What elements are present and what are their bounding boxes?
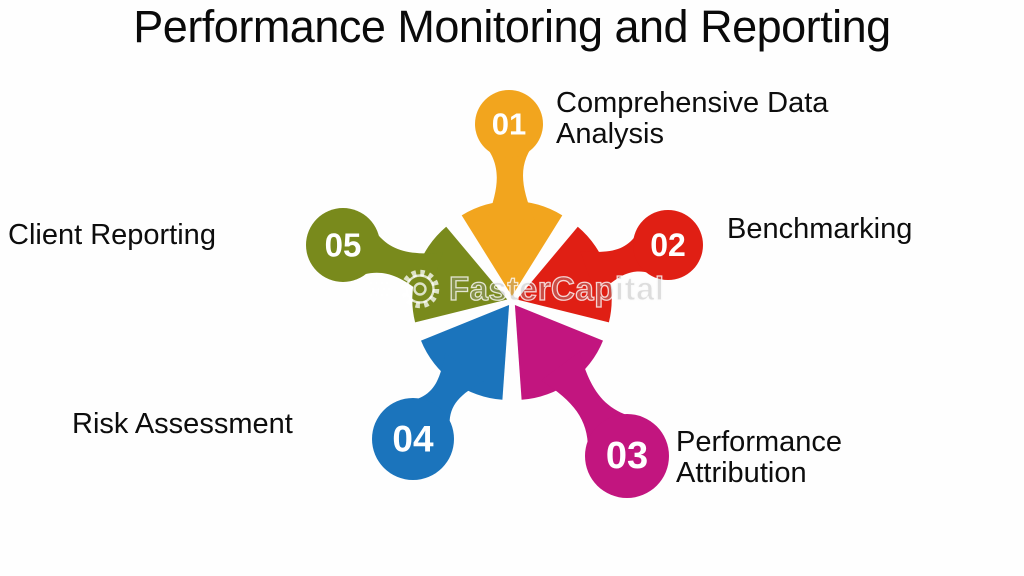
segment-04: 04	[372, 305, 510, 480]
step-number: 04	[392, 419, 434, 460]
segment-02: 02	[516, 210, 703, 323]
step-number: 05	[325, 227, 362, 264]
segment-01: 01	[461, 90, 563, 296]
segment-label-02: Benchmarking	[727, 214, 912, 245]
label-line: Benchmarking	[727, 213, 913, 245]
segment-label-01: Comprehensive Data Analysis	[556, 88, 828, 150]
label-line: Risk Assessment	[72, 408, 293, 440]
label-line: Attribution	[676, 457, 807, 489]
wedge-02	[516, 226, 612, 323]
label-line: Comprehensive Data	[556, 87, 829, 119]
connector-01	[482, 140, 537, 221]
number-circle-02	[633, 210, 703, 280]
connector-04	[398, 352, 485, 442]
segment-03: 03	[514, 305, 669, 498]
segment-label-04: Risk Assessment	[72, 409, 293, 440]
wedge-01	[461, 200, 563, 296]
wedge-04	[421, 305, 510, 400]
step-number: 03	[606, 435, 648, 477]
number-circle-05	[306, 208, 380, 282]
page-title: Performance Monitoring and Reporting	[133, 1, 891, 52]
step-number: 01	[492, 107, 526, 142]
label-line: Client Reporting	[8, 219, 216, 251]
wedge-03	[514, 305, 603, 400]
step-number: 02	[650, 227, 686, 263]
segment-label-05: Client Reporting	[8, 220, 216, 251]
number-circle-03	[585, 414, 669, 498]
number-circle-04	[372, 398, 454, 480]
number-circle-01	[475, 90, 543, 158]
label-line: Analysis	[556, 118, 664, 150]
label-line: Performance	[676, 426, 843, 458]
segment-label-03: Performance Attribution	[676, 427, 842, 489]
